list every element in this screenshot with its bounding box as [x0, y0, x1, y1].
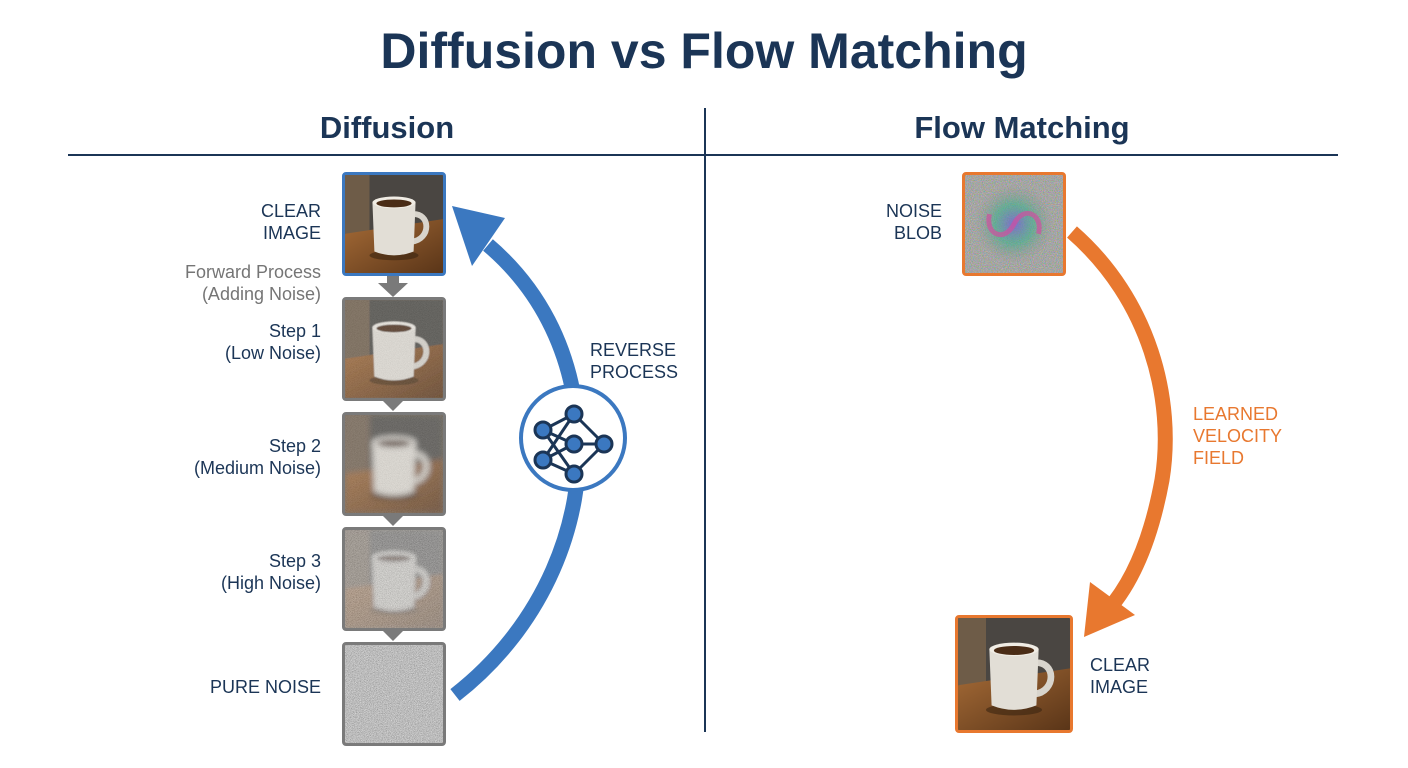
- forward-process-label: Forward Process(Adding Noise): [184, 262, 321, 304]
- clear-image-thumbnail: [342, 172, 446, 276]
- velocity-field-arrow: [1067, 226, 1173, 615]
- flow-matching-heading: Flow Matching: [914, 110, 1130, 145]
- step1-thumbnail: [342, 297, 446, 401]
- velocity-arrowhead-icon: [1084, 582, 1135, 637]
- diffusion-heading: Diffusion: [319, 110, 455, 145]
- step2-label: Step 2(Medium Noise): [193, 436, 321, 478]
- step3-thumbnail: [342, 527, 446, 631]
- step2-thumbnail: [342, 412, 446, 516]
- pure-noise-label: PURE NOISE: [209, 677, 321, 697]
- step1-label: Step 1(Low Noise): [224, 321, 321, 363]
- pure-noise-thumbnail: [342, 642, 446, 746]
- noise-blob-thumbnail: [962, 172, 1066, 276]
- flow-clear-image-thumbnail: [955, 615, 1073, 733]
- neural-network-icon: [519, 384, 627, 492]
- page-title: Diffusion vs Flow Matching: [380, 23, 1028, 79]
- step3-label: Step 3(High Noise): [220, 551, 321, 593]
- down-arrow-icon: [378, 273, 408, 297]
- reverse-arrowhead-icon: [452, 206, 505, 266]
